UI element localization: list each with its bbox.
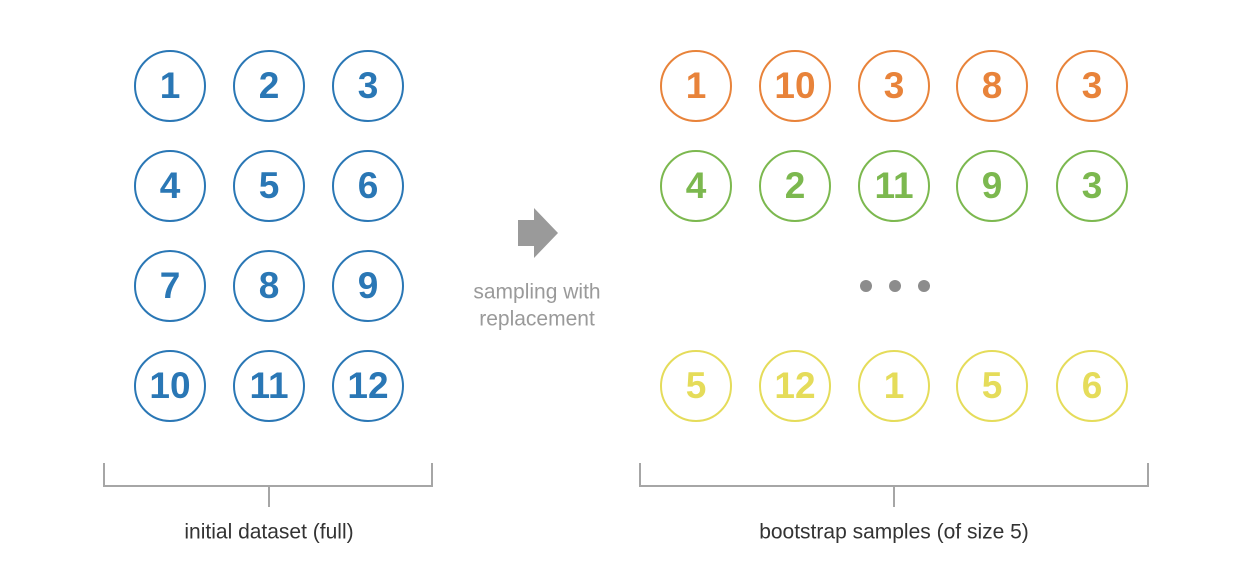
circle-number: 10 — [774, 65, 815, 106]
circle-outline — [759, 50, 831, 122]
circle-outline — [134, 250, 206, 322]
circle-outline — [956, 50, 1028, 122]
circle-outline — [759, 350, 831, 422]
circle-number: 7 — [160, 265, 181, 306]
right-arrow-icon — [518, 208, 558, 258]
initial-item: 8 — [233, 250, 305, 322]
sample-item: 8 — [956, 50, 1028, 122]
sample-item: 10 — [759, 50, 831, 122]
circle-outline — [1056, 350, 1128, 422]
circle-outline — [858, 350, 930, 422]
circle-number: 11 — [249, 365, 288, 406]
circle-number: 6 — [358, 165, 379, 206]
bootstrap-samples-bracket — [639, 463, 1149, 507]
circle-number: 2 — [259, 65, 280, 106]
circle-outline — [660, 50, 732, 122]
circle-outline — [1056, 150, 1128, 222]
sample-item: 9 — [956, 150, 1028, 222]
circle-number: 8 — [259, 265, 280, 306]
arrow-label-line2: replacement — [479, 308, 595, 331]
sample-item: 3 — [858, 50, 930, 122]
circle-number: 1 — [160, 65, 181, 106]
circle-number: 9 — [982, 165, 1003, 206]
sample-item: 2 — [759, 150, 831, 222]
initial-item: 4 — [134, 150, 206, 222]
circle-number: 8 — [982, 65, 1003, 106]
circle-outline — [956, 150, 1028, 222]
circle-outline — [858, 50, 930, 122]
initial-dataset-bracket — [103, 463, 433, 507]
initial-item: 11 — [233, 350, 305, 422]
ellipsis — [860, 280, 930, 292]
circle-outline — [660, 150, 732, 222]
arrow-label-line1: sampling with — [473, 281, 600, 304]
initial-dataset-caption: initial dataset (full) — [184, 521, 353, 544]
circle-number: 1 — [884, 365, 905, 406]
circle-number: 3 — [1082, 165, 1103, 206]
circle-number: 10 — [149, 365, 190, 406]
initial-item: 3 — [332, 50, 404, 122]
circle-outline — [1056, 50, 1128, 122]
circle-number: 11 — [874, 165, 913, 206]
circle-number: 12 — [774, 365, 815, 406]
sample-item: 1 — [660, 50, 732, 122]
circle-outline — [233, 50, 305, 122]
bootstrap-samples-grid: 1 10 3 8 3 4 2 11 9 3 5 12 1 5 6 — [660, 50, 1128, 422]
circle-outline — [332, 350, 404, 422]
initial-item: 6 — [332, 150, 404, 222]
circle-number: 3 — [884, 65, 905, 106]
circle-outline — [956, 350, 1028, 422]
initial-item: 1 — [134, 50, 206, 122]
initial-item: 10 — [134, 350, 206, 422]
circle-number: 5 — [686, 365, 707, 406]
circle-outline — [332, 250, 404, 322]
circle-outline — [660, 350, 732, 422]
circle-number: 9 — [358, 265, 379, 306]
circle-outline — [759, 150, 831, 222]
sample-item: 6 — [1056, 350, 1128, 422]
sample-item: 4 — [660, 150, 732, 222]
circle-number: 12 — [347, 365, 388, 406]
sampling-arrow: sampling with replacement — [473, 208, 601, 331]
circle-outline — [332, 150, 404, 222]
initial-item: 9 — [332, 250, 404, 322]
initial-item: 12 — [332, 350, 404, 422]
ellipsis-dot — [889, 280, 901, 292]
sample-item: 3 — [1056, 50, 1128, 122]
sample-item: 5 — [956, 350, 1028, 422]
sample-item: 12 — [759, 350, 831, 422]
circle-number: 3 — [1082, 65, 1103, 106]
circle-outline — [134, 150, 206, 222]
initial-item: 7 — [134, 250, 206, 322]
circle-number: 6 — [1082, 365, 1103, 406]
initial-item: 5 — [233, 150, 305, 222]
circle-number: 2 — [785, 165, 806, 206]
circle-outline — [233, 350, 305, 422]
circle-outline — [134, 350, 206, 422]
circle-outline — [134, 50, 206, 122]
sample-item: 11 — [858, 150, 930, 222]
circle-number: 4 — [686, 165, 707, 206]
circle-number: 1 — [686, 65, 707, 106]
ellipsis-dot — [860, 280, 872, 292]
initial-item: 2 — [233, 50, 305, 122]
sample-item: 1 — [858, 350, 930, 422]
ellipsis-dot — [918, 280, 930, 292]
sample-item: 5 — [660, 350, 732, 422]
circle-outline — [233, 250, 305, 322]
circle-number: 5 — [259, 165, 280, 206]
circle-outline — [332, 50, 404, 122]
bootstrap-samples-caption: bootstrap samples (of size 5) — [759, 521, 1029, 544]
circle-number: 4 — [160, 165, 181, 206]
circle-outline — [858, 150, 930, 222]
circle-number: 3 — [358, 65, 379, 106]
circle-number: 5 — [982, 365, 1003, 406]
circle-outline — [233, 150, 305, 222]
sample-item: 3 — [1056, 150, 1128, 222]
